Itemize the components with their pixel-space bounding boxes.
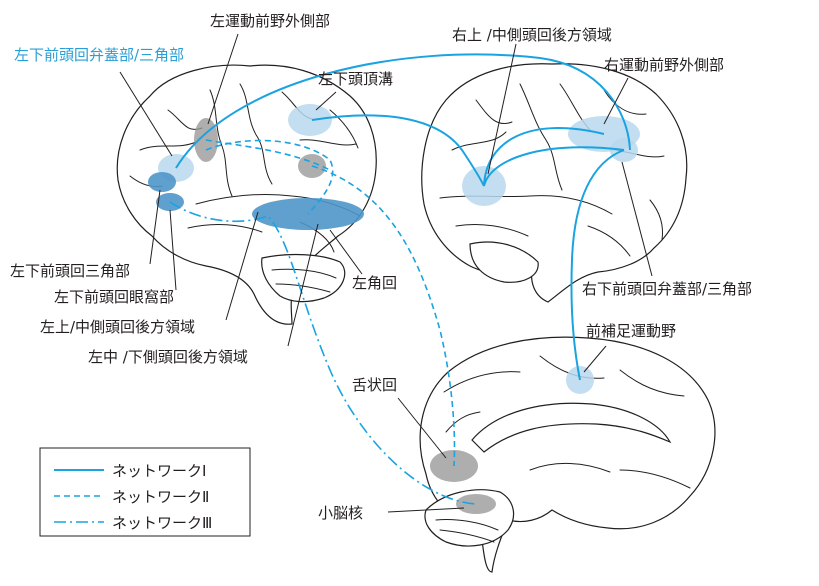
net1-l-ifg-to-r-premotor <box>175 53 631 169</box>
brain-regions <box>148 104 640 514</box>
label-l-mtg-itg: 左中 /下側頭回後方領域 <box>88 348 248 366</box>
label-l-angular: 左角回 <box>352 274 397 292</box>
label-cerebellar-nucleus: 小脳核 <box>318 504 363 522</box>
label-l-premotor: 左運動前野外側部 <box>210 12 330 30</box>
net1-l-ips-to-r-temporal <box>311 114 485 187</box>
net1-r-temporal-to-r-ifg <box>483 146 625 187</box>
region-labels: 左下前頭回弁蓋部/三角部 左運動前野外側部 左下頭頂溝 右上 /中側頭回後方領域… <box>10 12 752 522</box>
label-l-ips: 左下頭頂溝 <box>318 70 393 88</box>
legend-label-net2: ネットワークⅡ <box>112 488 209 506</box>
label-l-stg-mtg: 左上/中側頭回後方領域 <box>40 318 195 336</box>
legend-box <box>39 447 251 537</box>
label-r-mtg: 右上 /中側頭回後方領域 <box>452 26 612 44</box>
net1-r-ifg-to-pre-sma <box>570 149 625 381</box>
net2-l-premotor-to-l-temporal <box>205 139 334 215</box>
legend: ネットワークⅠ ネットワークⅡ ネットワークⅢ <box>39 447 251 537</box>
legend-label-net1: ネットワークⅠ <box>112 462 206 480</box>
net2-l-angular-to-lingual <box>311 165 456 467</box>
label-pre-sma: 前補足運動野 <box>586 322 676 340</box>
label-l-ifg-tri: 左下前頭回三角部 <box>10 262 130 280</box>
label-r-premotor: 右運動前野外側部 <box>604 56 724 74</box>
label-r-ifg: 右下前頭回弁蓋部/三角部 <box>582 280 752 298</box>
region-cerebellar-nucleus <box>456 494 496 514</box>
net1-r-temporal-to-r-premotor <box>483 127 605 187</box>
label-l-ifg-op-tri: 左下前頭回弁蓋部/三角部 <box>14 46 184 64</box>
label-l-ifg-orb: 左下前頭回眼窩部 <box>54 288 174 306</box>
network-connections <box>169 53 631 505</box>
region-l-ifg-tri <box>148 172 176 192</box>
label-lingual: 舌状回 <box>352 376 397 394</box>
legend-label-net3: ネットワークⅢ <box>112 514 212 532</box>
region-l-ips <box>288 104 332 136</box>
right-hemisphere-lateral <box>421 63 688 303</box>
net2-l-ips-to-cerebellum <box>205 139 331 171</box>
leader-lines <box>119 33 653 513</box>
left-hemisphere-lateral <box>116 64 377 325</box>
